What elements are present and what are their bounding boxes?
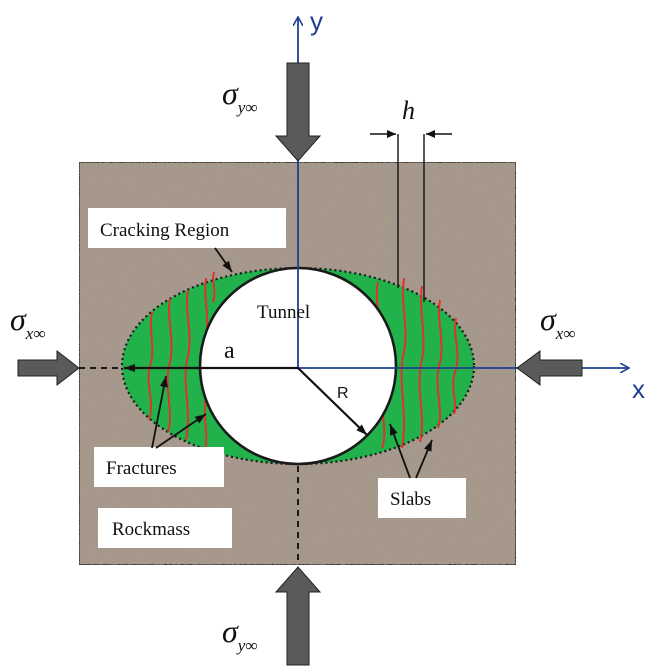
left-stress-arrow [17,349,80,387]
fracture-line [166,297,173,433]
cracking-region-label: Cracking Region [100,220,230,241]
fractures-callout-box [94,447,224,487]
cracking-region-pointer [214,247,233,273]
slabs-pointer-2 [415,439,433,479]
right-stress-label: σx∞ [540,301,575,343]
fracture-line [147,311,154,421]
left-stress-label: σx∞ [10,301,45,343]
slab-thickness-dimension [370,130,452,302]
rockmass-label: Rockmass [112,519,190,540]
slabs-label: Slabs [390,489,431,510]
fracture-line [452,317,459,415]
right-stress-arrow [516,350,583,386]
fractures-label: Fractures [106,458,177,479]
bottom-stress-label: σy∞ [222,613,257,655]
radius-label: R [337,385,349,402]
fracture-line [212,271,216,303]
fractures-pointer-2 [155,413,207,449]
tunnel-label: Tunnel [257,302,310,323]
fracture-line [436,299,443,429]
slabs-pointer-1 [389,423,411,479]
top-stress-label: σy∞ [222,75,257,117]
x-axis-label: x [632,374,645,404]
slabs-callout-box [378,478,466,518]
rockmass-callout-box [98,508,232,548]
y-axis-label: y [310,6,323,36]
fracture-line [184,289,191,441]
radius-dimension [297,367,368,436]
bottom-stress-arrow [274,566,322,666]
top-stress-arrow [274,62,322,162]
fracture-line [400,277,407,449]
fracture-line [418,285,425,443]
half-width-label: a [224,338,235,364]
fractures-pointer-1 [151,375,168,449]
slab-thickness-label: h [402,96,415,125]
cracking-region-callout-box [88,208,286,248]
